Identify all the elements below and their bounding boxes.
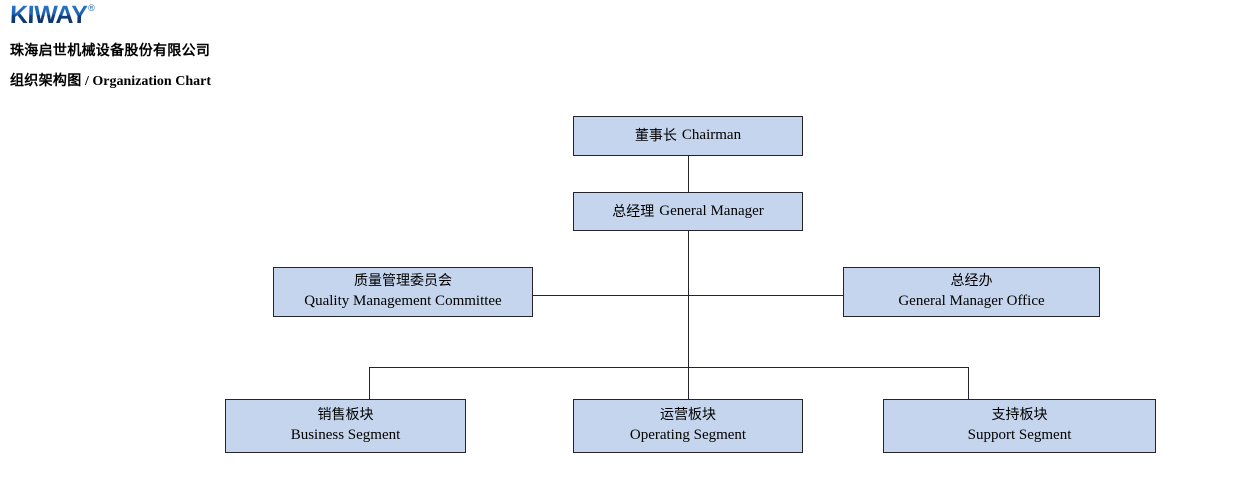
node-business-segment-label-cn: 销售板块 [317,406,374,423]
node-operating-segment-label-en: Operating Segment [629,427,747,444]
node-quality-management-committee[interactable]: 质量管理委员会 Quality Management Committee [273,267,533,317]
node-operating-segment[interactable]: 运营板块 Operating Segment [573,399,803,453]
node-general-manager-office-label-en: General Manager Office [898,293,1045,310]
node-chairman-label-cn: 董事长 [634,127,677,144]
node-support-segment-label-cn: 支持板块 [991,406,1048,423]
node-quality-management-committee-label-cn: 质量管理委员会 [354,272,452,289]
node-support-segment-label-en: Support Segment [967,427,1072,444]
company-name: 珠海启世机械设备股份有限公司 [10,42,211,58]
page-title-separator: / [81,74,93,89]
page-title: 组织架构图 / Organization Chart [10,70,610,92]
connector-bar-to-support [968,367,969,399]
node-chairman-label-en: Chairman [681,127,742,144]
node-general-manager-office[interactable]: 总经办 General Manager Office [843,267,1100,317]
node-general-manager-office-label-cn: 总经办 [950,272,993,289]
node-general-manager-label-en: General Manager [659,202,764,219]
connector-gm-to-gmo [688,295,843,296]
page-header: KIWAY® 珠海启世机械设备股份有限公司 组织架构图 / Organizati… [10,1,610,92]
node-chairman[interactable]: 董事长 Chairman [573,116,803,156]
registered-trademark-icon: ® [88,2,95,13]
node-business-segment-label-en: Business Segment [290,427,401,444]
node-operating-segment-label-cn: 运营板块 [660,406,716,423]
kiway-logo: KIWAY® [10,1,610,29]
node-general-manager-label-cn: 总经理 [612,202,655,219]
page-title-cn: 组织架构图 [10,72,82,88]
connector-chairman-to-gm [688,156,689,192]
connector-bar-to-business [369,367,370,399]
connector-segment-distribution-bar [369,367,969,368]
connector-gm-to-qmc [533,295,689,296]
node-business-segment[interactable]: 销售板块 Business Segment [225,399,466,453]
node-support-segment[interactable]: 支持板块 Support Segment [883,399,1156,453]
connector-gm-trunk [688,231,689,367]
node-quality-management-committee-label-en: Quality Management Committee [304,293,502,310]
connector-bar-to-operating [688,367,689,399]
page-title-en: Organization Chart [92,74,211,89]
node-general-manager[interactable]: 总经理 General Manager [573,192,803,231]
